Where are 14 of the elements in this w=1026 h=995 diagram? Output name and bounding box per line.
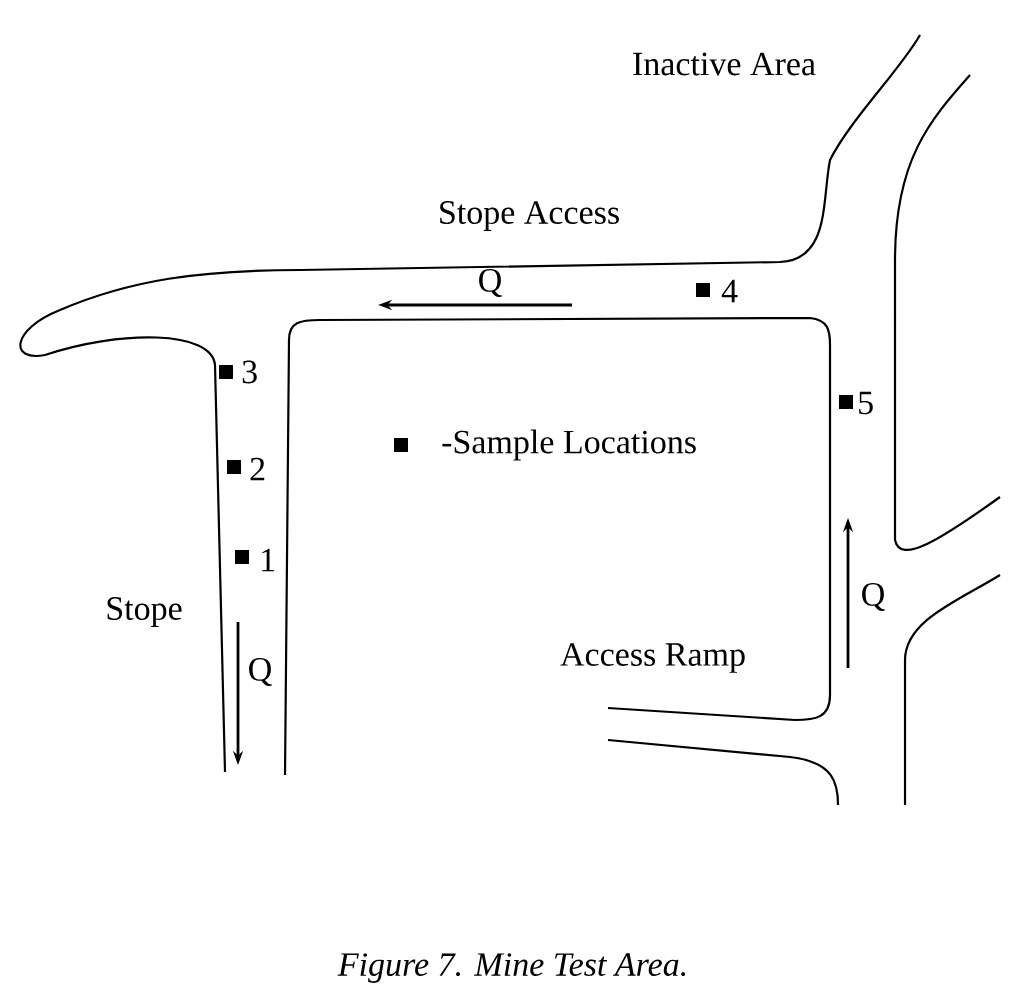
map-label: Q [249,658,272,687]
map-label: Q [862,583,885,612]
map-label: Q [479,269,502,297]
map-label: Stope [107,597,182,627]
map-label: 4 [721,279,738,303]
map-label: Access Ramp [560,643,745,673]
map-label: Stope Access [440,201,619,231]
map-label: 5 [859,391,873,415]
map-label: Inactive Area [633,52,816,76]
map-label: 1 [262,548,275,572]
map-label: 2 [250,457,265,481]
caption: Figure 7. Mine Test Area. [337,953,686,983]
legend-text: -Sample Locations [442,429,696,461]
map-label: 3 [242,360,257,384]
